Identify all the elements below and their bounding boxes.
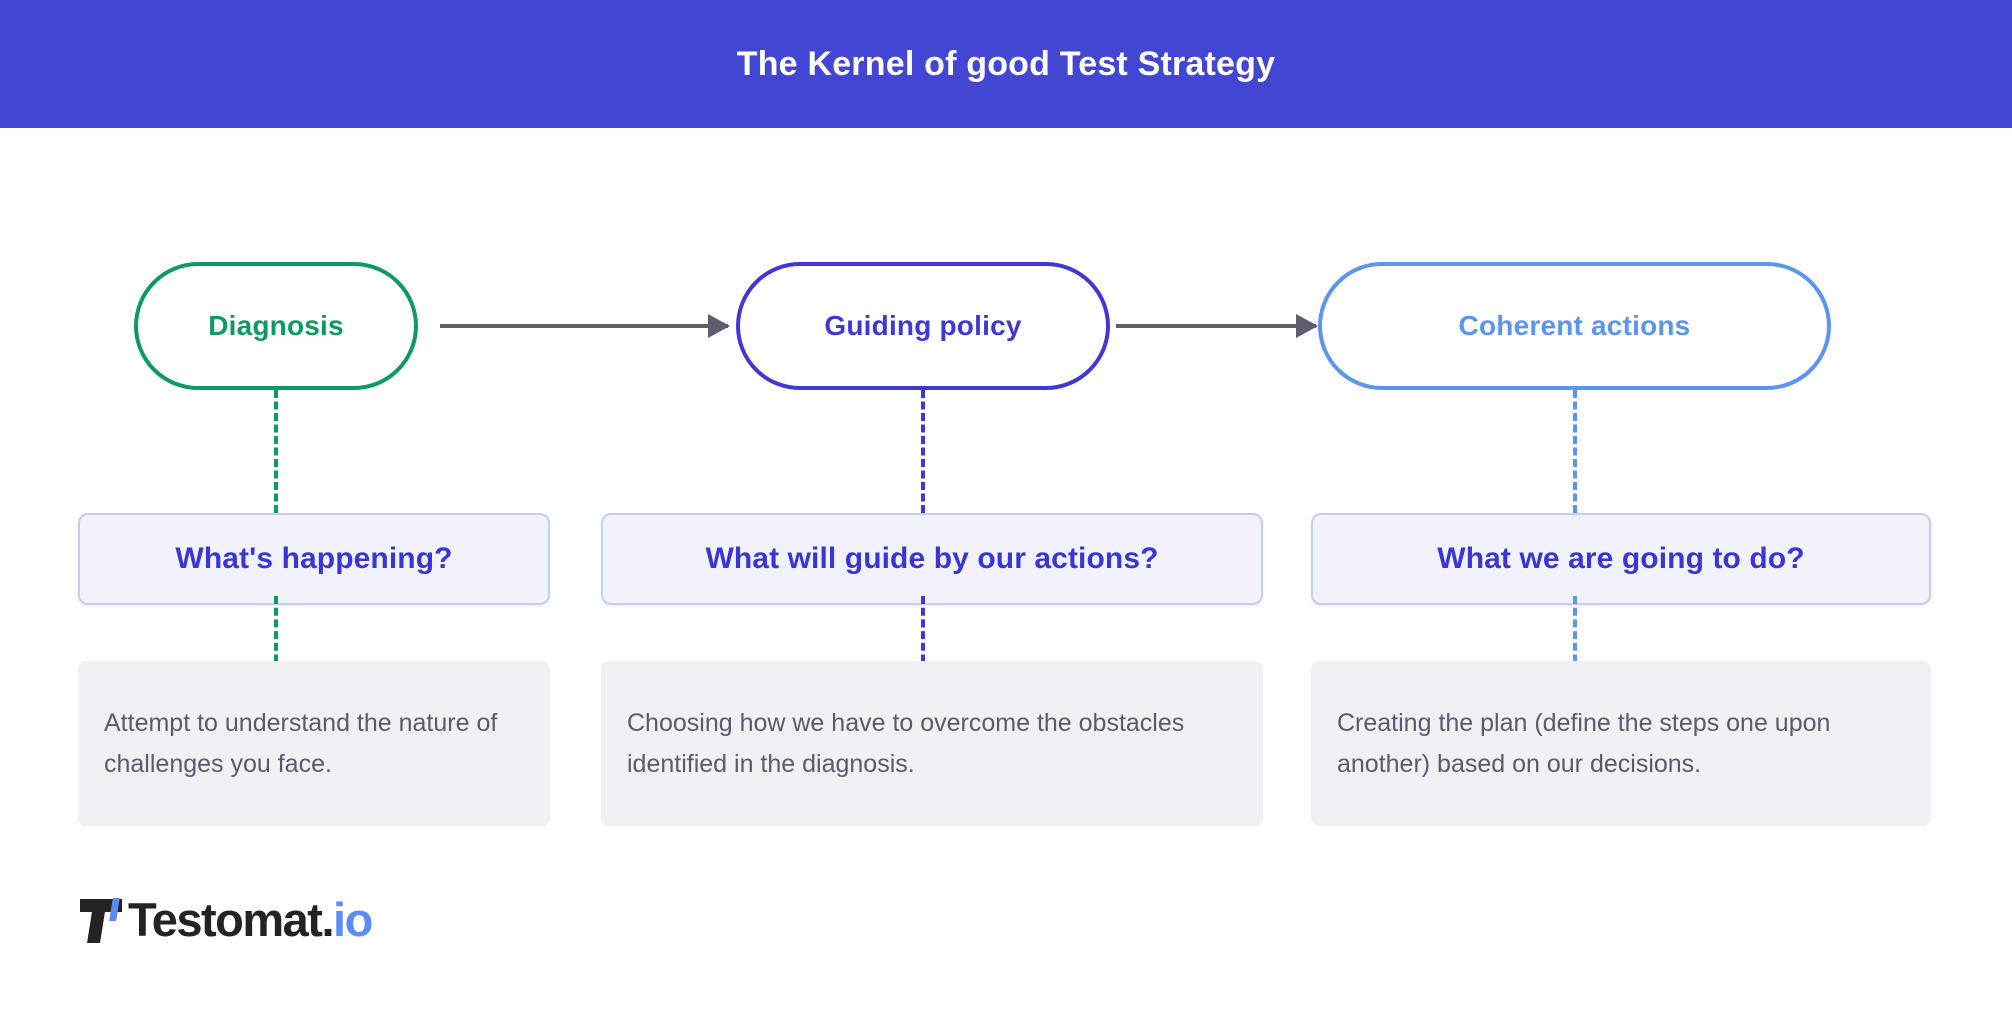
question-box-guiding-policy[interactable]: What will guide by our actions?: [601, 513, 1263, 605]
question-text: What will guide by our actions?: [705, 542, 1159, 575]
logo-word-main: Testoma: [128, 892, 309, 946]
dashed-connector-lower: [274, 596, 278, 721]
flow-node-label: Guiding policy: [824, 310, 1022, 341]
flow-step-column-diagnosis: Diagnosis What's happening? Attempt to u…: [78, 128, 550, 1026]
description-box-guiding-policy: Choosing how we have to overcome the obs…: [601, 661, 1263, 826]
flow-node-diagnosis[interactable]: Diagnosis: [134, 262, 418, 390]
description-text: Attempt to understand the nature of chal…: [104, 709, 498, 778]
diagram-canvas: Diagnosis What's happening? Attempt to u…: [0, 128, 2012, 1026]
dashed-connector-lower: [921, 596, 925, 721]
dashed-connector-upper: [1573, 390, 1577, 513]
flow-step-column-guiding-policy: Guiding policy What will guide by our ac…: [601, 128, 1263, 1026]
question-text: What we are going to do?: [1437, 542, 1805, 575]
logo-word-suffix: io: [333, 892, 373, 946]
page-title: The Kernel of good Test Strategy: [736, 44, 1276, 83]
question-box-coherent-actions[interactable]: What we are going to do?: [1311, 513, 1931, 605]
question-box-diagnosis[interactable]: What's happening?: [78, 513, 550, 605]
arrow-head-icon: [1296, 314, 1318, 338]
flow-node-coherent-actions[interactable]: Coherent actions: [1318, 262, 1831, 390]
question-text: What's happening?: [175, 542, 453, 575]
flow-step-column-coherent-actions: Coherent actions What we are going to do…: [1311, 128, 1931, 1026]
testomat-logo[interactable]: Testomat.io: [80, 890, 373, 948]
testomat-t-mark-icon: [80, 895, 126, 943]
flow-node-label: Diagnosis: [208, 310, 344, 341]
arrow-head-icon: [708, 314, 730, 338]
flow-node-label: Coherent actions: [1458, 310, 1691, 341]
dashed-connector-upper: [921, 390, 925, 513]
flow-arrow-guiding-policy-to-coherent-actions: [1116, 314, 1318, 338]
dashed-connector-upper: [274, 390, 278, 513]
description-box-diagnosis: Attempt to understand the nature of chal…: [78, 661, 550, 826]
page-header: The Kernel of good Test Strategy: [0, 0, 2012, 128]
logo-wordmark: Testomat.io: [128, 892, 373, 946]
flow-node-guiding-policy[interactable]: Guiding policy: [736, 262, 1110, 390]
description-text: Creating the plan (define the steps one …: [1337, 709, 1831, 778]
arrow-line: [1116, 324, 1316, 328]
dashed-connector-lower: [1573, 596, 1577, 721]
flow-arrow-diagnosis-to-guiding-policy: [440, 314, 730, 338]
description-box-coherent-actions: Creating the plan (define the steps one …: [1311, 661, 1931, 826]
arrow-line: [440, 324, 728, 328]
logo-word-tail: t.: [307, 892, 334, 946]
description-text: Choosing how we have to overcome the obs…: [627, 709, 1185, 778]
